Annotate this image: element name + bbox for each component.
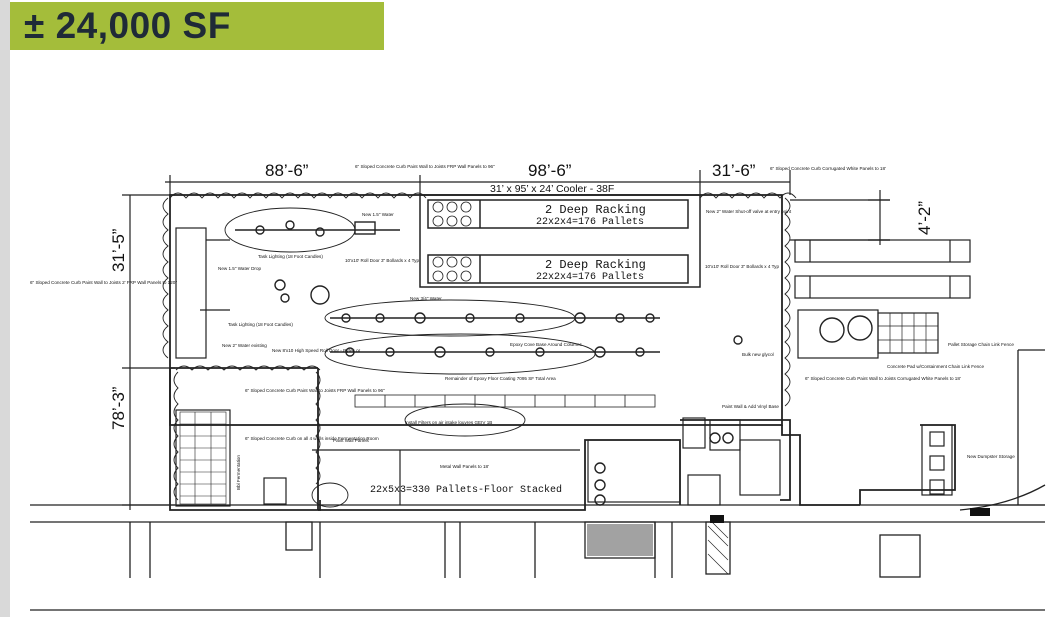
equipment bbox=[235, 220, 873, 506]
note-new-water-drop: New 1.5" Water Drop bbox=[218, 266, 262, 271]
title-banner: ± 24,000 SF bbox=[10, 2, 384, 50]
note-metal-wall-panels: Metal Wall Panels to 18' bbox=[440, 464, 489, 469]
note-roll-door-top: 10'x10' Roll Door 3" Bollards x 4 Typ bbox=[345, 258, 419, 263]
pallets-label-2: 22x2x4=176 Pallets bbox=[536, 271, 644, 283]
note-water-existing: New 2" Water existing bbox=[222, 343, 267, 348]
street-and-parking bbox=[30, 349, 1046, 611]
note-task-lighting-top: Task Lighting (18 Foot Candles) bbox=[258, 254, 323, 259]
dim-top-right: 31’-6” bbox=[712, 161, 756, 180]
pallet-storage-grid bbox=[878, 313, 938, 353]
work-clouds bbox=[162, 192, 797, 508]
dim-left-lower: 78’-3” bbox=[109, 386, 128, 430]
cooler bbox=[419, 194, 701, 288]
dumpster-bins bbox=[929, 431, 945, 495]
door-marker bbox=[710, 515, 724, 523]
note-curb-right: 6" Sloped Concrete Curb Paint Wall to Jo… bbox=[805, 376, 961, 381]
note-curb-fermentation: 6" Sloped Concrete Curb Paint Wall to Jo… bbox=[245, 388, 385, 393]
note-fermentation: Bbl Fermentation bbox=[236, 455, 241, 490]
note-curb-left: 6" Sloped Concrete Curb Paint Wall to Jo… bbox=[30, 280, 177, 285]
note-new-water: New 1.5" Water bbox=[362, 212, 394, 217]
racking-label-2: 2 Deep Racking bbox=[545, 258, 646, 272]
page-title: ± 24,000 SF bbox=[24, 5, 231, 46]
floor-plan: 88’-6” 98’-6” 31’-6” 31’-5” 78’-3” 4’-2”… bbox=[30, 161, 1046, 611]
tank-grid bbox=[179, 411, 227, 505]
column-bar bbox=[354, 394, 656, 408]
note-curb-top: 6" Sloped Concrete Curb Paint Wall to Jo… bbox=[355, 164, 495, 169]
note-task-lighting-mid: Task Lighting (18 Foot Candles) bbox=[228, 322, 293, 327]
left-rail bbox=[0, 0, 10, 617]
note-dumpster: New Dumpster Storage bbox=[967, 454, 1015, 459]
note-paint-wall-vinyl: Paint Wall & Add Vinyl Base bbox=[722, 404, 779, 409]
racking-label-1: 2 Deep Racking bbox=[545, 203, 646, 217]
door-marker-right bbox=[970, 508, 990, 516]
note-bulk-glycol: Bulk new glycol bbox=[742, 352, 774, 357]
dim-top-left: 88’-6” bbox=[265, 161, 309, 180]
dim-right-vertical: 4’-2” bbox=[915, 201, 934, 235]
note-concrete-pad: Concrete Pad w/Containment Chain Link Fe… bbox=[887, 364, 984, 369]
note-curb-top-right: 6" Sloped Concrete Curb Corrugated White… bbox=[770, 166, 886, 171]
interior-walls bbox=[175, 227, 953, 507]
note-roll-door-right: 10'x10' Roll Door 3" Bollards x 4 Typ bbox=[705, 264, 779, 269]
note-curb-bottom: 6" Sloped Concrete Curb on all 4 walls i… bbox=[245, 436, 379, 441]
cooler-title: 31’ x 95’ x 24’ Cooler - 38F bbox=[490, 183, 614, 195]
note-epoxy-floor: Remainder of Epoxy Floor Coating 7095 SF… bbox=[445, 376, 556, 381]
dim-top-middle: 98’-6” bbox=[528, 161, 572, 180]
note-paint-wall-panels: Paint Wall Panels bbox=[333, 438, 370, 443]
outdoor-racks bbox=[794, 239, 971, 299]
note-roll-door-high: New 8'x10 High Speed Roll Door - Rytec o… bbox=[272, 348, 361, 353]
note-water-shutoff: New 2" Water Shut-off valve at entry poi… bbox=[706, 209, 792, 214]
dim-left-upper: 31’-5” bbox=[109, 228, 128, 272]
note-install-filters: Install Filters on air intake louvres GE… bbox=[405, 420, 492, 425]
racking-cells bbox=[432, 201, 472, 282]
note-pallet-storage: Pallet Storage Chain Link Fence bbox=[948, 342, 1014, 347]
note-epoxy-cove: Epoxy Cove Base Around Columns bbox=[510, 342, 582, 347]
note-new-water-34: New 3/4" Water bbox=[410, 296, 442, 301]
plan-notes: 6" Sloped Concrete Curb Paint Wall to Jo… bbox=[30, 164, 1015, 490]
hatched-area bbox=[587, 524, 653, 556]
hatch bbox=[707, 521, 729, 575]
pallets-label-1: 22x2x4=176 Pallets bbox=[536, 216, 644, 228]
floor-stacked-label: 22x5x3=330 Pallets-Floor Stacked bbox=[370, 484, 562, 496]
